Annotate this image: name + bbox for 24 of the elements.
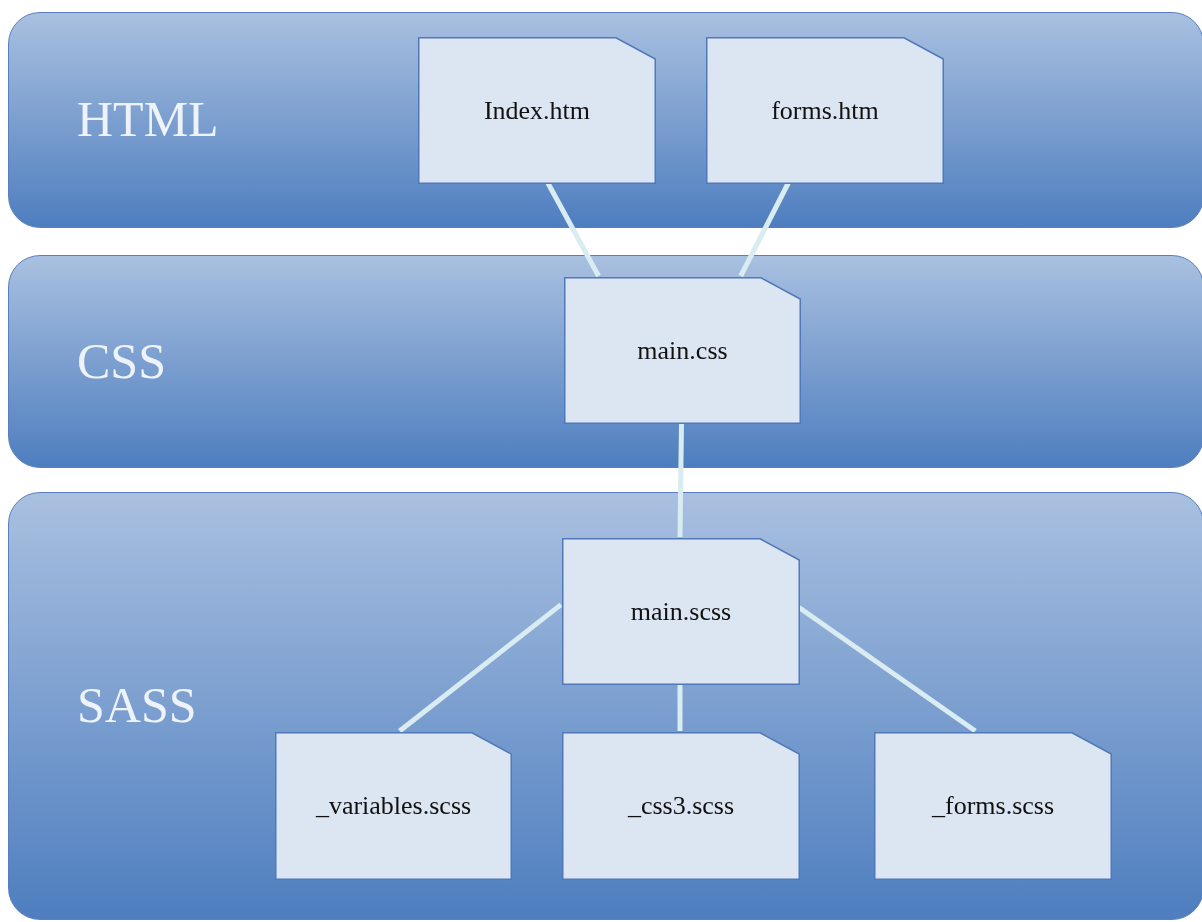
file-name: _css3.scss [626,791,736,821]
document-shape [562,732,800,880]
layer-label: CSS [77,335,166,386]
document-shape [874,732,1112,880]
file-name: forms.htm [770,95,880,126]
document-shape [275,732,512,880]
file-name: Index.htm [482,95,592,126]
connector-line [677,422,684,538]
document-shape [562,538,800,685]
file-name: _forms.scss [930,791,1056,821]
connector-line [677,684,683,731]
layer-band [8,255,1202,468]
layer-band [8,12,1202,228]
file-name: main.css [636,335,729,366]
layer-label: SASS [77,680,197,730]
file-name: _variables.scss [314,791,473,821]
document-shape [564,277,801,424]
connector-line [797,605,977,734]
layer-label: HTML [77,94,219,144]
document-shape [418,37,656,184]
connector-line [398,602,563,733]
file-name: main.scss [629,596,733,627]
layer-band [8,492,1202,920]
document-shape [706,37,944,184]
